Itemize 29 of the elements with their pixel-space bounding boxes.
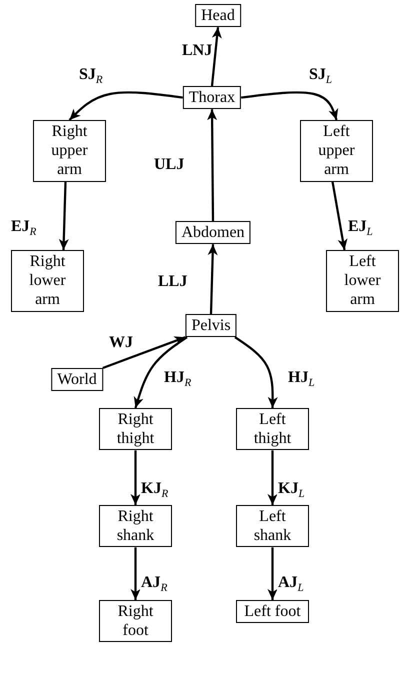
arrow xyxy=(268,450,278,505)
arrow xyxy=(102,336,186,370)
body-segment-box: Head xyxy=(195,4,241,28)
arrow xyxy=(331,181,348,250)
arrow xyxy=(130,547,140,600)
arrow xyxy=(210,27,222,86)
arrow xyxy=(207,109,218,222)
body-segment-box: Left upper arm xyxy=(300,120,373,182)
body-segment-box: Pelvis xyxy=(185,314,237,338)
body-segment-box: Right upper arm xyxy=(33,120,106,182)
arrow xyxy=(208,244,218,314)
arrow xyxy=(240,91,338,120)
body-segment-box: Thorax xyxy=(182,86,242,110)
body-segment-box: Left shank xyxy=(236,505,309,548)
body-segment-box: Abdomen xyxy=(175,221,251,244)
arrow xyxy=(268,547,278,600)
arrow xyxy=(68,91,184,121)
body-segment-box: Left thight xyxy=(236,408,309,450)
arrow xyxy=(58,182,69,250)
arrow xyxy=(130,450,140,505)
body-segment-box: Right thight xyxy=(99,408,172,450)
arrow xyxy=(134,336,188,408)
body-segment-box: Left lower arm xyxy=(326,250,399,312)
body-segment-box: Left foot xyxy=(236,600,309,624)
body-segment-box: Right shank xyxy=(99,505,172,548)
body-segment-box: World xyxy=(51,368,103,392)
arrow xyxy=(234,336,278,408)
body-segment-box: Right foot xyxy=(99,600,172,642)
body-segment-box: Right lower arm xyxy=(11,250,84,312)
